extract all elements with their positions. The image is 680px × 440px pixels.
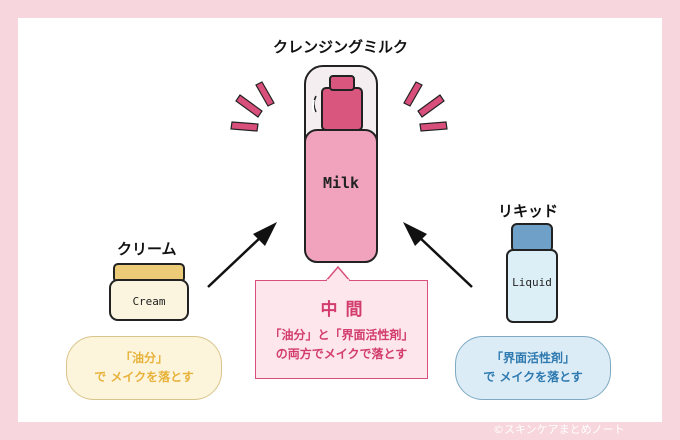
middle-line-1: 「油分」と「界面活性剤」 [269, 328, 414, 342]
arrow-liquid-to-milk-icon [403, 222, 473, 288]
cream-explanation-box: 「油分」 で メイクを落とす [66, 336, 222, 400]
callout-notch [325, 265, 351, 282]
cream-box-line-2: で メイクを落とす [94, 370, 194, 384]
liquid-explanation-box: 「界面活性剤」 で メイクを落とす [455, 336, 611, 400]
arrow-cream-to-milk-icon [207, 222, 277, 288]
middle-line-2: の両方でメイクで落とす [275, 347, 408, 361]
liquid-box-line-2: で メイクを落とす [483, 370, 583, 384]
cream-jar-icon [109, 263, 189, 321]
liquid-bottle-label: Liquid [512, 276, 552, 289]
middle-heading: 中間 [320, 300, 371, 320]
milk-bottle-label: Milk [323, 174, 359, 192]
middle-explanation-box: 中間 「油分」と「界面活性剤」 の両方でメイクで落とす [255, 280, 428, 379]
emphasis-marks-right [403, 81, 448, 132]
milk-title: クレンジングミルク [273, 38, 409, 56]
liquid-box-line-1: 「界面活性剤」 [490, 351, 575, 365]
liquid-title: リキッド [498, 202, 559, 220]
emphasis-marks-left [230, 81, 275, 132]
cream-box-line-1: 「油分」 [119, 351, 168, 365]
cream-jar-label: Cream [132, 295, 165, 308]
cream-title: クリーム [117, 240, 177, 258]
milk-bottle-icon [304, 65, 378, 263]
liquid-bottle-icon [506, 223, 558, 323]
copyright-text: ©スキンケアまとめノート [493, 423, 625, 436]
